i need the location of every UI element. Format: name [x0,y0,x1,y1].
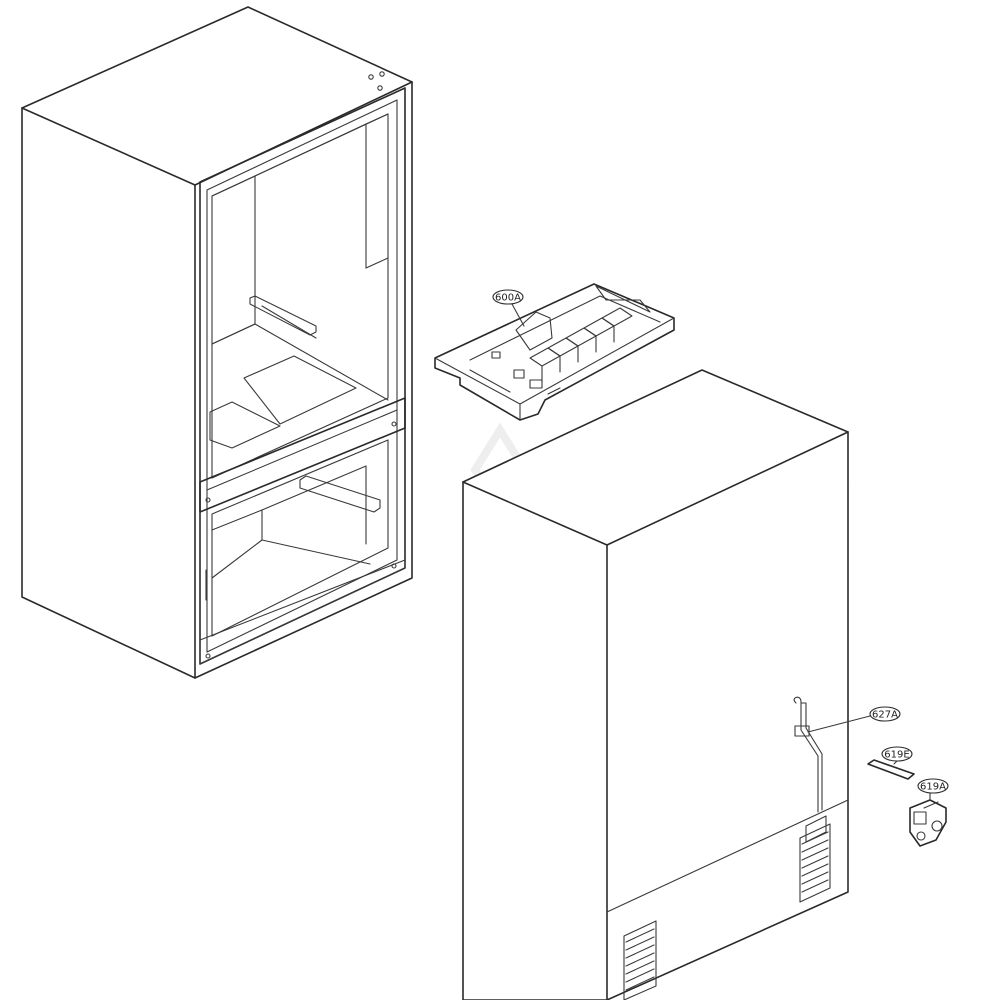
callout-619e: 619E [881,746,913,762]
callout-619a: 619A [917,778,949,794]
callout-text: 619E [884,750,909,761]
callout-text: 600A [495,293,521,304]
callout-oval [917,778,949,794]
refrigerator-cabinet-rear [462,369,871,1000]
callout-oval [869,706,901,722]
callout-627a: 627A [869,706,901,722]
callout-600a: 600A [492,289,524,305]
callout-labels: 600A 627A 619E 619A [492,289,949,794]
callout-oval [881,746,913,762]
callout-oval [492,289,524,305]
refrigerator-cabinet-liner [21,6,413,679]
callout-text: 627A [872,710,898,721]
ice-tray-assembly-600A [434,283,675,421]
part-619A [909,791,947,847]
callout-text: 619A [920,782,946,793]
water-tube-627A [793,696,871,813]
rear-vent-lower [623,920,657,1000]
part-619E [867,759,915,780]
